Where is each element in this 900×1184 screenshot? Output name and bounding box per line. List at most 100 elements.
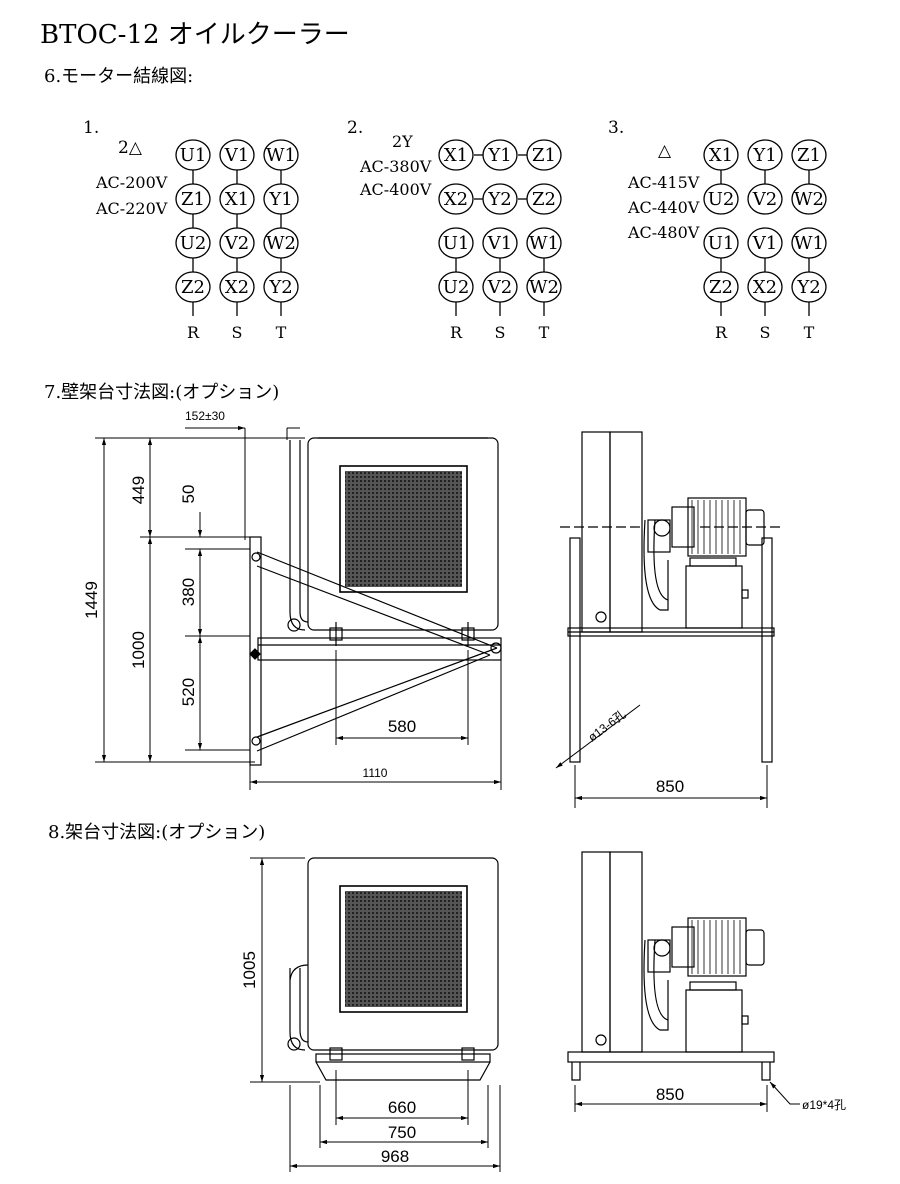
diagram-2-voltage-2: AC-400V <box>359 180 432 199</box>
dim-50: 50 <box>179 485 198 504</box>
terminal-circle <box>526 271 562 303</box>
diagram-1-terminal-s: S <box>232 323 243 342</box>
terminal-label: W2 <box>794 189 824 210</box>
diagram-2-voltage-1: AC-380V <box>359 157 432 176</box>
terminal-label: Z1 <box>797 145 821 166</box>
terminal-circle <box>526 227 562 259</box>
diagram-1-terminal-r: R <box>187 323 200 342</box>
terminal-label: X2 <box>753 277 777 298</box>
dim-1005: 1005 <box>240 951 259 989</box>
terminal-label: Y1 <box>487 145 511 166</box>
terminal-circle <box>438 183 474 215</box>
dim-850-wall: 850 <box>656 777 684 796</box>
terminal-label: Y2 <box>796 277 820 298</box>
terminal-circle <box>791 271 827 303</box>
terminal-circle <box>438 139 474 171</box>
section-6-label: 6.モーター結線図: <box>44 66 194 87</box>
section-8-label: 8.架台寸法図:(オプション) <box>48 822 266 843</box>
terminal-label: V2 <box>487 277 512 298</box>
terminal-label: Z1 <box>181 189 205 210</box>
terminal-circle <box>747 139 783 171</box>
terminal-label: U1 <box>708 233 735 254</box>
terminal-circle <box>263 271 299 303</box>
floor-stand-side-view <box>567 851 775 1081</box>
dim-1449: 1449 <box>82 581 101 619</box>
diagram-3-terminal-t: T <box>804 323 815 342</box>
diagram-1-terminal-t: T <box>276 323 287 342</box>
dim-152: 152±30 <box>185 409 225 423</box>
cooler-housing-floor <box>307 857 499 1051</box>
terminal-circle <box>703 139 739 171</box>
terminal-label: V1 <box>752 233 777 254</box>
terminal-label: X1 <box>709 145 733 166</box>
diagram-3-voltage-2: AC-440V <box>627 198 700 217</box>
terminal-label: U1 <box>180 145 207 166</box>
terminal-label: U2 <box>443 277 470 298</box>
diagram-3-terminal-r: R <box>715 323 728 342</box>
wall-mount-front-view <box>249 437 502 766</box>
diagram-2-terminal-t: T <box>539 323 550 342</box>
dim-750: 750 <box>388 1123 416 1142</box>
terminal-circle <box>219 183 255 215</box>
terminal-label: U1 <box>443 233 470 254</box>
dim-968: 968 <box>381 1147 409 1166</box>
terminal-label: U2 <box>180 233 207 254</box>
floor-stand-dimension-lines <box>250 857 501 1172</box>
dim-1000: 1000 <box>129 631 148 669</box>
terminal-circle <box>175 139 211 171</box>
dim-1110: 1110 <box>363 766 388 780</box>
side-dimension-lines <box>555 704 768 808</box>
terminal-circle <box>482 227 518 259</box>
terminal-circle <box>482 271 518 303</box>
wall-mount-dimension-lines <box>95 425 502 790</box>
terminal-label: V2 <box>224 233 249 254</box>
dim-850-floor: 850 <box>656 1085 684 1104</box>
dim-580: 580 <box>388 717 416 736</box>
terminal-circle <box>703 227 739 259</box>
terminal-circle <box>263 139 299 171</box>
terminal-circle <box>703 271 739 303</box>
diagram-3-voltage-3: AC-480V <box>627 223 700 242</box>
diagram-1-voltage-2: AC-220V <box>95 199 168 218</box>
terminal-circle <box>175 271 211 303</box>
diagram-3-number: 3. <box>608 118 624 138</box>
diagram-2-number: 2. <box>347 118 363 138</box>
radiator-core-floor <box>345 891 462 1007</box>
diagram-1-voltage-1: AC-200V <box>95 173 168 192</box>
diagram-3-terminal-s: S <box>760 323 771 342</box>
terminal-label: W2 <box>529 277 559 298</box>
terminal-circle <box>703 183 739 215</box>
page-title: BTOC-12 オイルクーラー <box>40 20 350 50</box>
terminal-label: Y1 <box>752 145 776 166</box>
terminal-label: W2 <box>266 233 296 254</box>
terminal-circle <box>219 227 255 259</box>
terminal-circle <box>219 271 255 303</box>
terminal-circle <box>482 139 518 171</box>
dim-520: 520 <box>179 678 198 706</box>
radiator-core <box>345 471 462 587</box>
terminal-label: V1 <box>487 233 512 254</box>
terminal-circle <box>747 271 783 303</box>
terminal-label: Z2 <box>181 277 205 298</box>
terminal-circle <box>175 183 211 215</box>
terminal-label: Z2 <box>532 189 556 210</box>
terminal-label: X2 <box>444 189 468 210</box>
terminal-circle <box>263 227 299 259</box>
terminal-circle <box>747 183 783 215</box>
terminal-circle <box>438 227 474 259</box>
wall-mount-side-view <box>560 431 782 763</box>
terminal-label: V2 <box>752 189 777 210</box>
motor-floor <box>687 917 747 977</box>
diagram-1-number: 1. <box>83 118 99 138</box>
terminal-circle <box>791 139 827 171</box>
diagram-2-terminal-r: R <box>450 323 463 342</box>
terminal-circle <box>219 139 255 171</box>
terminal-circle <box>482 183 518 215</box>
terminal-label: X1 <box>444 145 468 166</box>
terminal-circle <box>438 271 474 303</box>
terminal-circle <box>791 183 827 215</box>
diagram-2-symbol: 2Y <box>392 132 413 151</box>
terminal-label: Y2 <box>268 277 292 298</box>
wall-plate <box>249 536 262 766</box>
